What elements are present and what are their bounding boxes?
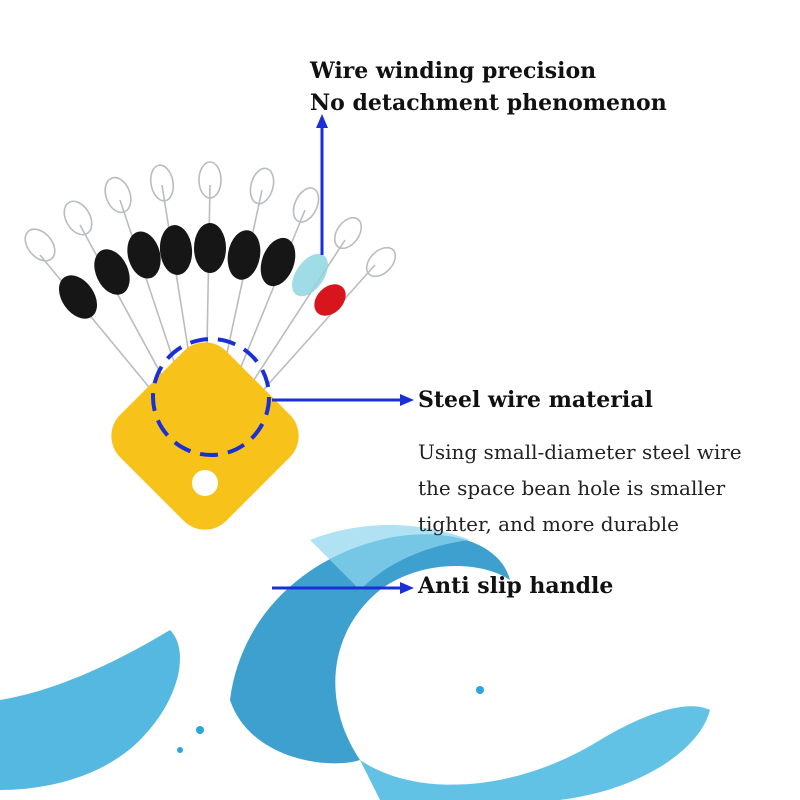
callout-anti-slip-handle: Anti slip handle	[418, 573, 614, 599]
water-splash	[0, 525, 710, 800]
callout-wire-winding: Wire winding precision	[310, 58, 597, 84]
desc-line: tighter, and more durable	[418, 512, 679, 536]
callout-no-detachment: No detachment phenomenon	[310, 90, 667, 116]
callout-steel-wire: Steel wire material	[418, 387, 653, 413]
beads	[58, 223, 346, 319]
steel-wire-description: Using small-diameter steel wire the spac…	[418, 434, 742, 542]
desc-line: Using small-diameter steel wire	[418, 440, 742, 464]
highlight-circle	[151, 337, 271, 457]
callout-arrows	[272, 114, 414, 594]
anti-slip-handle	[111, 342, 299, 530]
desc-line: the space bean hole is smaller	[418, 476, 726, 500]
